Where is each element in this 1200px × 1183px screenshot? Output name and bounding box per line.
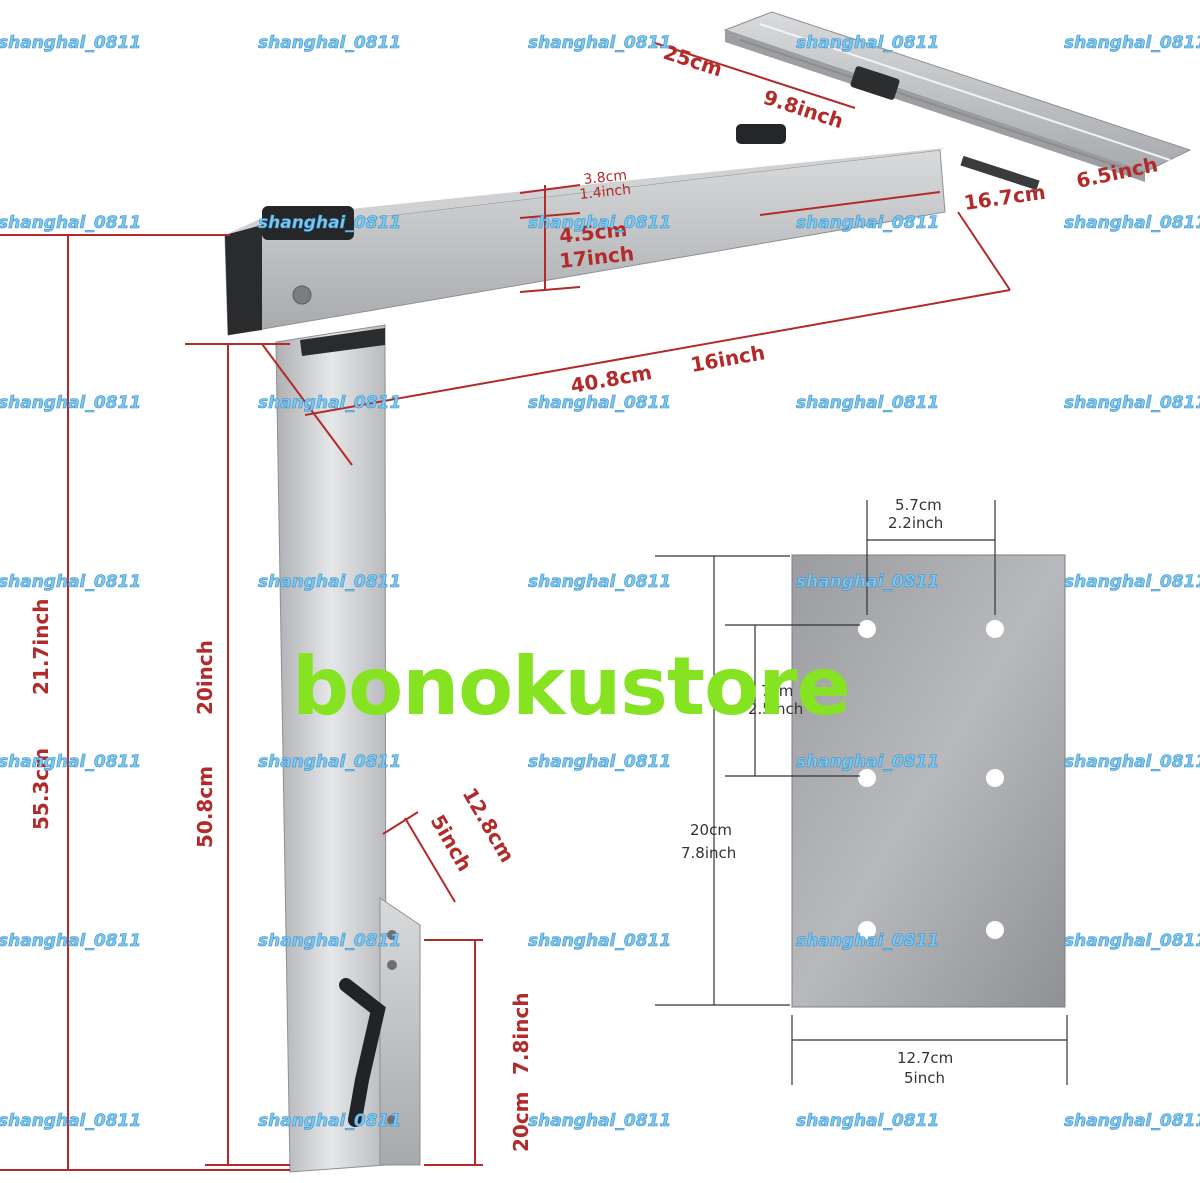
plate-height-in: 7.8inch: [681, 844, 736, 862]
watermark-text: shanghai_0811: [1064, 393, 1200, 413]
table-top-plate: [723, 11, 1192, 191]
watermark-text: shanghai_0811: [796, 572, 939, 592]
horizontal-arm: [224, 124, 946, 336]
hole-vertical-cm: 7cm: [761, 682, 793, 700]
watermark-text: shanghai_0811: [258, 1111, 401, 1131]
plate-dimension-labels: 5.7cm 2.2inch 7cm 2.5inch 20cm 7.8inch 1…: [681, 496, 953, 1087]
watermarks: shanghai_0811 shanghai_0811 shanghai_081…: [0, 33, 1200, 1132]
watermark-text: shanghai_0811: [528, 213, 671, 233]
watermark-text: shanghai_0811: [796, 213, 939, 233]
hole-vertical-in: 2.5inch: [748, 700, 803, 718]
watermark-text: shanghai_0811: [796, 33, 939, 53]
plate-width-cm: 12.7cm: [897, 1049, 953, 1067]
watermark-text: shanghai_0811: [796, 752, 939, 772]
watermark-text: shanghai_0811: [0, 1111, 141, 1131]
watermark-text: shanghai_0811: [528, 752, 671, 772]
watermark-text: shanghai_0811: [1064, 33, 1200, 53]
plate-dimension-lines: [655, 500, 1068, 1085]
watermark-text: shanghai_0811: [796, 931, 939, 951]
dimension-lines: [0, 42, 1011, 1171]
watermark-text: shanghai_0811: [796, 1111, 939, 1131]
vertical-post: [275, 324, 421, 1173]
watermark-text: shanghai_0811: [0, 213, 141, 233]
tube-small-cm: 3.8cm: [583, 168, 628, 188]
watermark-text: shanghai_0811: [796, 393, 939, 413]
watermark-text: shanghai_0811: [0, 931, 141, 951]
hole-spacing-in: 2.2inch: [888, 514, 943, 532]
plate-width-in: 5inch: [904, 1069, 945, 1087]
watermark-text: shanghai_0811: [258, 33, 401, 53]
watermark-text: shanghai_0811: [258, 752, 401, 772]
hole-spacing-cm: 5.7cm: [895, 496, 942, 514]
watermark-text: shanghai_0811: [258, 393, 401, 413]
bracket-height-cm: 20cm: [509, 1091, 533, 1152]
watermark-text: shanghai_0811: [258, 931, 401, 951]
tube-small-in: 1.4inch: [579, 182, 632, 203]
watermark-text: shanghai_0811: [0, 752, 141, 772]
watermark-text: shanghai_0811: [528, 931, 671, 951]
watermark-text: shanghai_0811: [528, 393, 671, 413]
brand-watermark: bonokustore: [292, 640, 851, 733]
watermark-text: shanghai_0811: [258, 213, 401, 233]
mounting-plate: [791, 554, 1066, 1008]
watermark-text: shanghai_0811: [528, 572, 671, 592]
watermark-text: shanghai_0811: [1064, 1111, 1200, 1131]
total-height-in: 21.7inch: [29, 598, 53, 695]
watermark-text: shanghai_0811: [1064, 572, 1200, 592]
top-width-cm: 16.7cm: [962, 180, 1047, 215]
plate-height-cm: 20cm: [690, 821, 732, 839]
post-height-cm: 50.8cm: [193, 766, 217, 848]
watermark-text: shanghai_0811: [0, 33, 141, 53]
post-height-in: 20inch: [193, 640, 217, 715]
watermark-text: shanghai_0811: [528, 1111, 671, 1131]
bracket-height-in: 7.8inch: [509, 992, 533, 1075]
total-height-cm: 55.3cm: [29, 748, 53, 830]
watermark-text: shanghai_0811: [1064, 213, 1200, 233]
watermark-text: shanghai_0811: [0, 393, 141, 413]
watermark-text: shanghai_0811: [1064, 931, 1200, 951]
watermark-text: shanghai_0811: [528, 33, 671, 53]
watermark-text: shanghai_0811: [1064, 752, 1200, 772]
watermark-text: shanghai_0811: [258, 572, 401, 592]
watermark-text: shanghai_0811: [0, 572, 141, 592]
